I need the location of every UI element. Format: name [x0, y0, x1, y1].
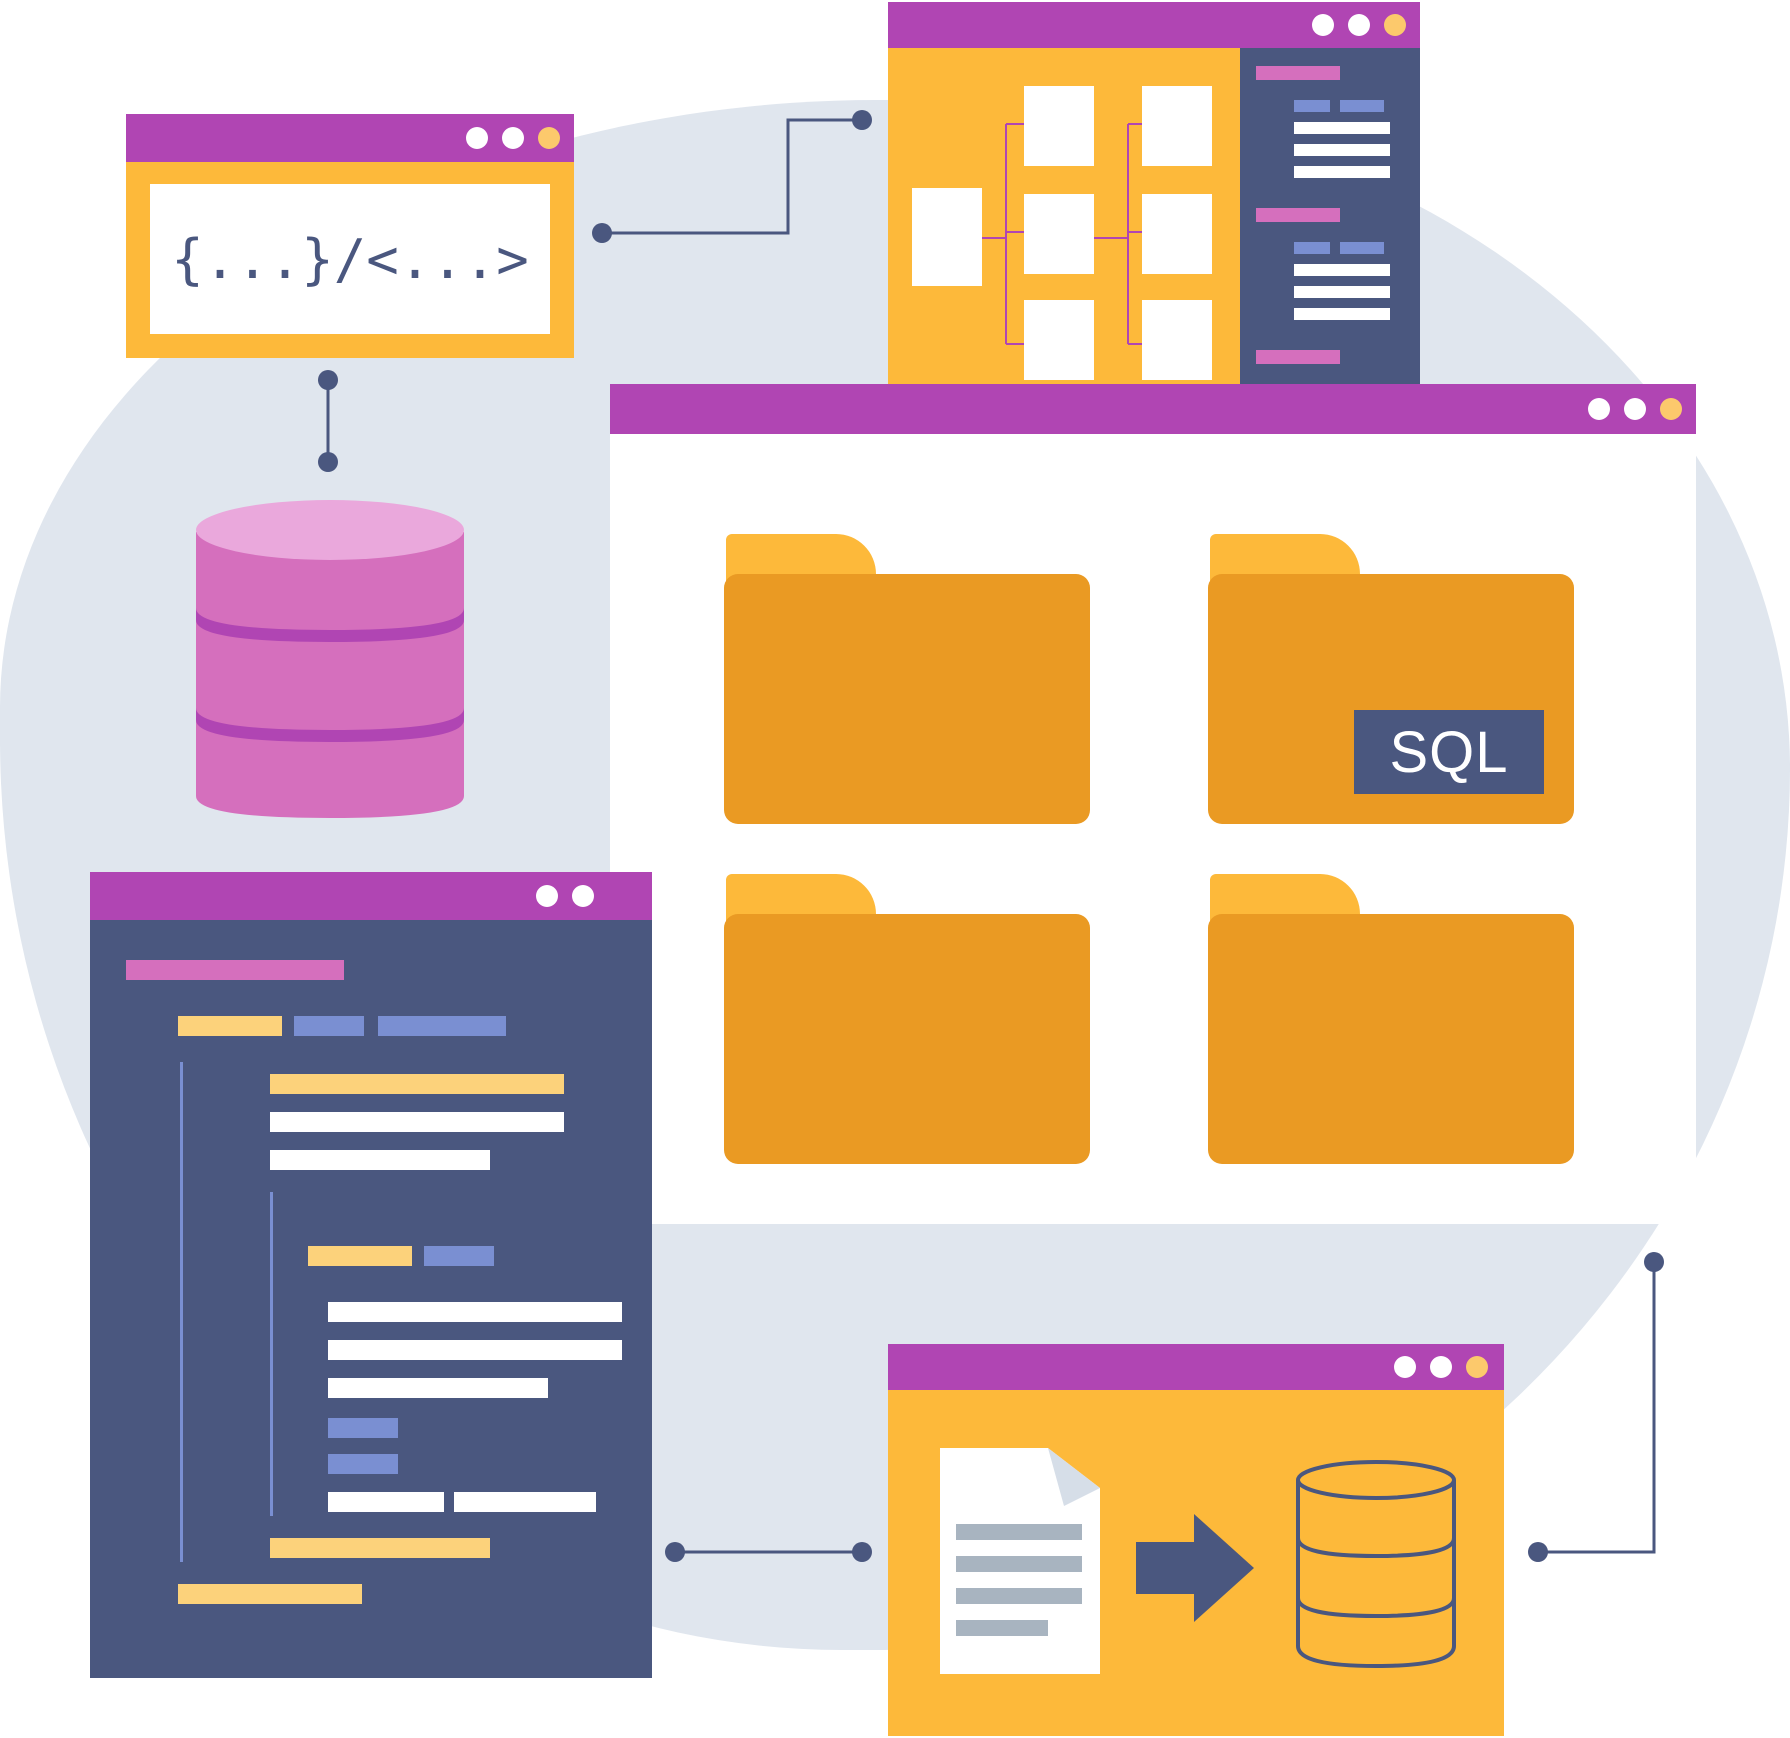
- diagram-node: [1142, 300, 1212, 380]
- diagram-code-panel: [1240, 48, 1420, 412]
- document-icon: [940, 1448, 1100, 1674]
- snippet-window: {...}/<...>: [126, 114, 574, 358]
- snippet-window-titlebar: [126, 114, 574, 162]
- code-snippet-text: {...}/<...>: [171, 227, 529, 291]
- import-window-titlebar: [888, 1344, 1504, 1390]
- window-dot-icon[interactable]: [1588, 398, 1610, 420]
- window-dot-icon[interactable]: [1430, 1356, 1452, 1378]
- diagram-node: [1024, 86, 1094, 166]
- flow-diagram: [912, 86, 1212, 380]
- diagram-node: [1142, 194, 1212, 274]
- folder-window: SQL: [610, 384, 1696, 1224]
- sql-badge: SQL: [1354, 710, 1544, 794]
- window-dot-icon[interactable]: [536, 885, 558, 907]
- folder-icon[interactable]: [1208, 874, 1574, 1164]
- import-window: [888, 1344, 1504, 1736]
- window-dot-icon[interactable]: [1466, 1356, 1488, 1378]
- window-dot-icon[interactable]: [572, 885, 594, 907]
- window-dot-icon[interactable]: [538, 127, 560, 149]
- diagram-node: [1024, 194, 1094, 274]
- folder-icon[interactable]: [724, 534, 1090, 824]
- code-editor-window: [90, 872, 652, 1678]
- window-dot-icon[interactable]: [1394, 1356, 1416, 1378]
- snippet-content: {...}/<...>: [150, 184, 550, 334]
- window-dot-icon[interactable]: [502, 127, 524, 149]
- window-dot-icon[interactable]: [1312, 14, 1334, 36]
- folder-icon-sql[interactable]: SQL: [1208, 534, 1574, 824]
- diagram-window-titlebar: [888, 2, 1420, 48]
- window-dot-icon[interactable]: [1384, 14, 1406, 36]
- diagram-window: [888, 2, 1420, 412]
- diagram-node: [1024, 300, 1094, 380]
- diagram-node: [1142, 86, 1212, 166]
- folder-window-titlebar: [610, 384, 1696, 434]
- window-dot-icon[interactable]: [1348, 14, 1370, 36]
- diagram-node: [912, 188, 982, 286]
- window-dot-icon[interactable]: [1624, 398, 1646, 420]
- window-dot-icon[interactable]: [466, 127, 488, 149]
- connector-import-to-folders: [1538, 1262, 1656, 1554]
- database-icon: [196, 500, 464, 818]
- code-editor-titlebar: [90, 872, 652, 920]
- database-outline-icon: [1296, 1460, 1456, 1669]
- window-dot-icon[interactable]: [1660, 398, 1682, 420]
- folder-icon[interactable]: [724, 874, 1090, 1164]
- arrow-right-icon: [1136, 1514, 1254, 1622]
- connector-snippet-to-diagram: [602, 118, 862, 235]
